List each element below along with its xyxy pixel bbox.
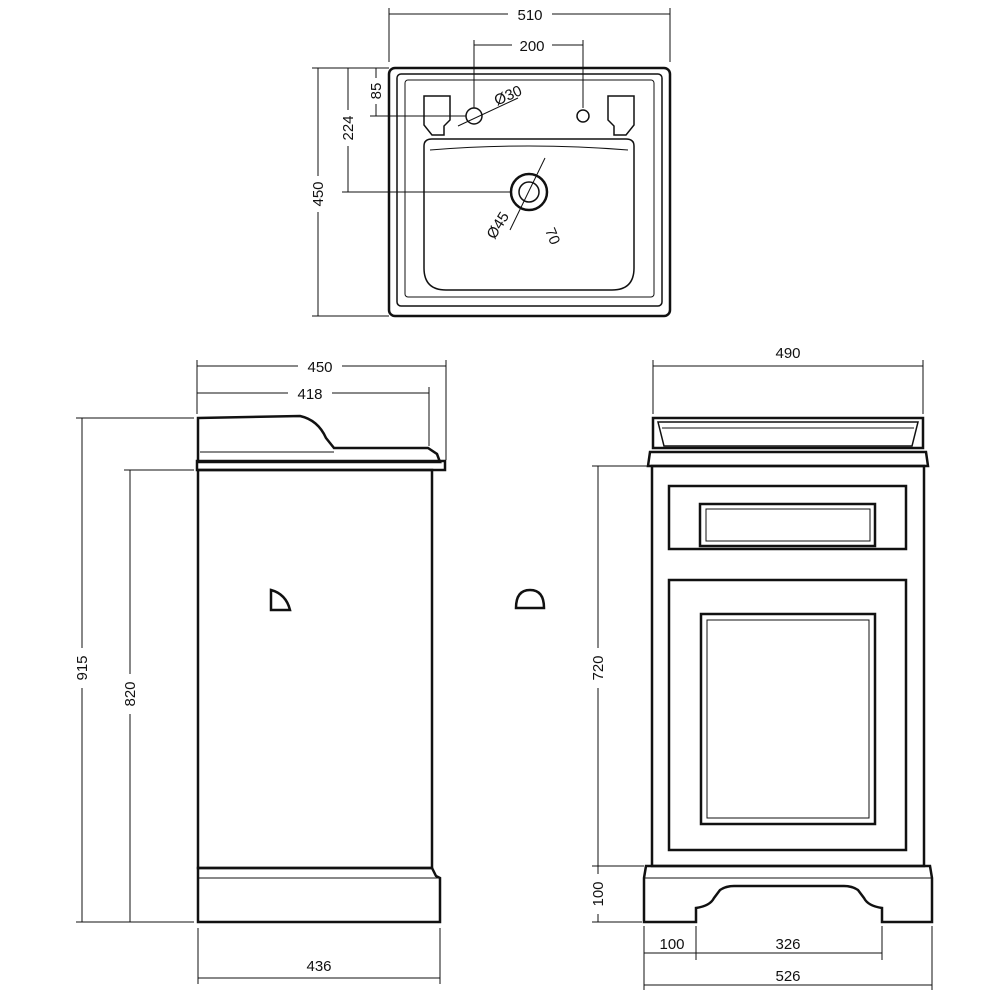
front-drawer [667, 484, 908, 551]
dim-plinth-width: 436 [306, 958, 331, 975]
dim-plinth-height: 100 [590, 881, 607, 906]
side-basin-profile [196, 414, 442, 464]
front-basin-top [651, 416, 925, 450]
front-view: 490 720 100 100 326 526 [587, 342, 934, 990]
basin-deck [404, 79, 655, 298]
right-handle [607, 95, 635, 136]
basin-bowl [423, 138, 635, 291]
top-view: 510 200 450 224 85 Ø30 Ø45 70 [307, 4, 672, 318]
dim-cutout-width: 326 [775, 936, 800, 953]
dim-tap-hole: Ø30 [492, 82, 525, 109]
side-view: 450 418 915 820 436 [71, 356, 447, 984]
dim-leg-width: 100 [659, 936, 684, 953]
dim-cabinet-height: 820 [122, 681, 139, 706]
side-plinth [196, 866, 442, 924]
front-door [667, 578, 908, 852]
dim-basin-depth: 450 [310, 181, 327, 206]
dim-front-top-width: 490 [775, 345, 800, 362]
center-knob-icon [514, 588, 546, 610]
dim-waste-offset: 224 [340, 115, 357, 140]
left-handle [423, 95, 451, 136]
front-door-panel [699, 612, 877, 826]
waste-inner [518, 181, 540, 203]
front-drawer-panel [698, 502, 877, 548]
dim-waste-hole: Ø45 [483, 209, 512, 242]
dim-total-height: 915 [74, 655, 91, 680]
dim-side-top-width: 450 [307, 359, 332, 376]
tap-hole-right [576, 109, 590, 123]
dim-tap-offset: 85 [368, 83, 385, 100]
front-cabinet-body [650, 464, 926, 868]
dim-waste-outer: 70 [541, 225, 563, 247]
front-counter-lip [646, 450, 930, 468]
side-knob-icon [269, 588, 292, 612]
side-cabinet-body [196, 468, 434, 870]
front-plinth [642, 864, 934, 924]
dim-basin-width: 510 [517, 7, 542, 24]
dim-side-basin-width: 418 [297, 386, 322, 403]
dim-hole-spacing: 200 [519, 38, 544, 55]
dim-front-total-width: 526 [775, 968, 800, 985]
basin-inner-rim [396, 73, 663, 307]
dim-front-cabinet-height: 720 [590, 655, 607, 680]
